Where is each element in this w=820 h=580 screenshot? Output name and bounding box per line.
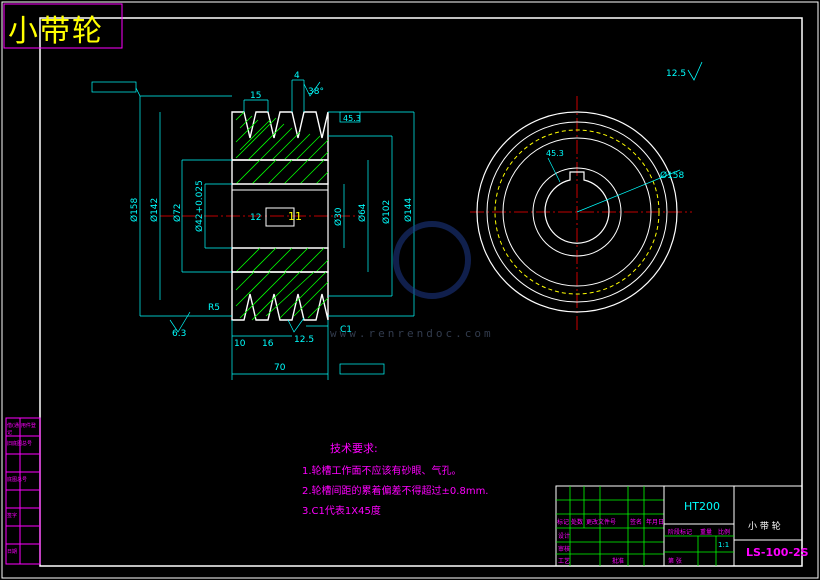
tb-stage: 阶段标记 [668, 529, 693, 536]
dim-h: 11 [288, 210, 302, 223]
tb-sheet: 第 张 [668, 558, 682, 565]
tb-header-mark: 标记 [557, 519, 570, 526]
side-label-3: 底图总号 [7, 477, 28, 483]
dim-w70: 70 [274, 363, 286, 373]
tb-weight: 重量 [700, 529, 713, 536]
watermark-text: www.renrendoc.com [330, 327, 494, 340]
dim-d64: Ø64 [357, 203, 368, 222]
upper-rim [231, 111, 329, 161]
dim-c1: C1 [340, 325, 352, 335]
title-box [3, 3, 123, 49]
tb-header-doc: 更改文件号 [586, 519, 617, 526]
dim-keyway-depth: 45.3 [546, 149, 564, 158]
dim-d144: Ø144 [403, 197, 414, 222]
section-dimensions [91, 79, 415, 380]
front-view: Ø158 45.3 12.5 [470, 61, 703, 330]
tb-role-approve: 批准 [612, 558, 625, 565]
side-strip [5, 417, 41, 565]
roughness-1: 6.3 [172, 329, 186, 339]
outer-circle [476, 111, 678, 313]
tech-requirements-heading: 技术要求: [330, 442, 378, 455]
pitch-circle [494, 129, 660, 295]
dim-d30: Ø30 [333, 207, 344, 226]
title-block [555, 485, 803, 567]
dim-r5: R5 [208, 303, 220, 313]
dim-d158: Ø158 [129, 197, 140, 222]
general-roughness: 12.5 [666, 69, 686, 79]
bore-with-keyway [544, 171, 610, 244]
tb-scale: 比例 [718, 529, 731, 536]
dim-w10: 10 [234, 339, 246, 349]
dim-kw-depth: 45.3 [343, 114, 361, 123]
tb-header-count: 处数 [571, 519, 584, 526]
tech-requirement-1: 1.轮槽工作面不应该有砂眼、气孔。 [302, 466, 462, 477]
upper-hub [231, 159, 329, 185]
watermark: www.renrendoc.com [330, 221, 494, 340]
tb-header-date: 年月日 [646, 519, 665, 526]
material: HT200 [684, 500, 720, 513]
section-dim-labels: Ø158 Ø142 Ø72 Ø42+0.025 Ø30 Ø64 Ø102 Ø14… [129, 71, 414, 373]
side-label-1: 借(通)用件登记 [7, 423, 36, 436]
side-label-5: 日期 [7, 549, 18, 555]
dim-outer: Ø158 [660, 170, 685, 181]
dim-w4: 4 [294, 71, 300, 81]
dim-w16: 16 [262, 339, 274, 349]
drawing-number: LS-100-2S [746, 546, 809, 559]
drawing-frame [39, 17, 803, 567]
dim-d42: Ø42+0.025 [194, 180, 205, 232]
tb-role-design: 设计 [558, 533, 571, 540]
part-name: 小 带 轮 [748, 522, 781, 532]
tb-header-sign: 签名 [630, 519, 643, 526]
drawing-title: 小带轮 [8, 14, 104, 49]
tech-requirement-2: 2.轮槽间距的累着偏差不得超过±0.8mm. [302, 486, 489, 497]
dim-d102: Ø102 [381, 200, 392, 224]
dim-d142: Ø142 [149, 198, 160, 222]
tb-role-review: 审核 [558, 546, 571, 553]
tech-requirement-3: 3.C1代表1X45度 [302, 506, 381, 517]
dim-w15: 15 [250, 91, 261, 101]
lower-rim [231, 271, 329, 321]
dim-keyway: 12 [250, 213, 261, 223]
roughness-2: 12.5 [294, 335, 314, 345]
side-label-4: 签字 [7, 513, 18, 519]
dim-angle: 38° [308, 87, 324, 97]
side-label-2: 旧底图总号 [7, 441, 33, 447]
lower-hub [231, 247, 329, 273]
dim-d72: Ø72 [172, 203, 183, 222]
tb-scale-value: 1:1 [718, 541, 730, 549]
tb-role-process: 工艺 [558, 558, 571, 565]
section-view [160, 111, 360, 321]
